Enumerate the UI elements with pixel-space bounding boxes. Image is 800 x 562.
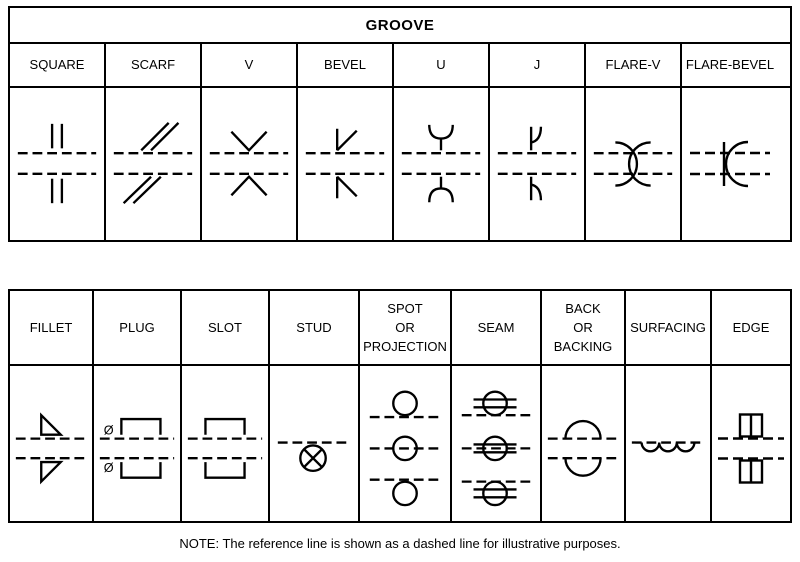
edge-weld-symbol-icon [718, 413, 784, 484]
other-header-fillet: FILLET [10, 291, 94, 364]
groove-cell-flare-bevel [682, 88, 778, 240]
other-cell-slot [182, 366, 270, 521]
groove-header-scarf: SCARF [106, 42, 202, 86]
other-header-stud: STUD [270, 291, 360, 364]
flare-bevel-groove-symbol-icon [690, 140, 770, 188]
square-groove-symbol-icon [17, 123, 97, 204]
groove-cell-flare-v [586, 88, 682, 240]
groove-header-flare-v: FLARE-V [586, 42, 682, 86]
groove-title: GROOVE [10, 8, 790, 44]
surfacing-weld-symbol-icon [631, 441, 705, 453]
other-header-seam: SEAM [452, 291, 542, 364]
groove-cell-square [10, 88, 106, 240]
u-groove-symbol-icon [401, 124, 481, 203]
slot-weld-symbol-icon [187, 417, 263, 479]
other-header-surfacing: SURFACING [626, 291, 712, 364]
other-cell-stud [270, 366, 360, 521]
groove-header-u: U [394, 42, 490, 86]
v-groove-symbol-icon [209, 130, 289, 197]
groove-cell-bevel [298, 88, 394, 240]
other-header-slot: SLOT [182, 291, 270, 364]
groove-cell-v [202, 88, 298, 240]
groove-cell-scarf [106, 88, 202, 240]
groove-symbol-row [10, 88, 790, 240]
groove-header-v: V [202, 42, 298, 86]
other-cell-surfacing [626, 366, 712, 521]
other-cell-edge [712, 366, 790, 521]
plug-diameter-symbol-top: Ø [104, 424, 114, 438]
other-header-spot: SPOT OR PROJECTION [360, 291, 452, 364]
other-cell-back [542, 366, 626, 521]
fillet-weld-symbol-icon [15, 412, 87, 485]
groove-header-j: J [490, 42, 586, 86]
back-backing-weld-symbol-icon [547, 419, 619, 477]
scarf-groove-symbol-icon [113, 122, 193, 205]
other-cell-spot [360, 366, 452, 521]
plug-diameter-symbol-bottom: Ø [104, 461, 114, 475]
flare-v-groove-symbol-icon [593, 141, 673, 187]
j-groove-symbol-icon [497, 126, 577, 201]
other-header-edge: EDGE [732, 320, 770, 335]
other-header-plug: PLUG [94, 291, 182, 364]
seam-weld-symbol-icon [461, 390, 531, 507]
groove-cell-j [490, 88, 586, 240]
groove-cell-u [394, 88, 490, 240]
other-header-back: BACK OR BACKING [542, 291, 626, 364]
other-cell-seam [452, 366, 542, 521]
other-cell-fillet [10, 366, 94, 521]
groove-header-square: SQUARE [10, 42, 106, 86]
groove-header-bevel: BEVEL [298, 42, 394, 86]
footnote: NOTE: The reference line is shown as a d… [179, 536, 621, 551]
bevel-groove-symbol-icon [305, 128, 385, 199]
spot-projection-weld-symbol-icon [369, 390, 441, 507]
groove-header-flare-bevel: FLARE-BEVEL [685, 56, 775, 72]
stud-weld-symbol-icon [277, 441, 351, 473]
plug-weld-symbol-icon: ØØ [99, 417, 175, 479]
